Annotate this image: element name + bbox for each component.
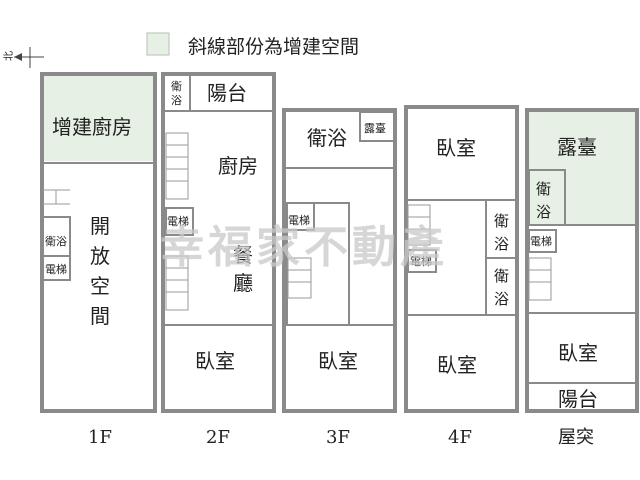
outer-wall: [161, 72, 276, 413]
floor-3f: 衛浴 露臺 電梯 臥室 3F: [282, 108, 397, 448]
north-arrow-icon: 北: [3, 47, 44, 68]
room-bedroom: 臥室: [318, 349, 358, 373]
floor-label-4f: 4F: [448, 427, 472, 448]
room-bedroom-top: 臥室: [436, 136, 476, 160]
room-balcony: 陽台: [207, 81, 247, 105]
room-bedroom: 臥室: [558, 341, 598, 365]
room-open-3: 空: [90, 274, 110, 298]
room-open-2: 放: [90, 244, 110, 268]
room-elevator: 電梯: [530, 235, 552, 248]
floor-label-1f: 1F: [88, 427, 112, 448]
north-label: 北: [3, 51, 15, 61]
room-dining-2: 廳: [233, 271, 253, 295]
room-bath-1: 衛: [171, 80, 182, 93]
room-elevator: 電梯: [288, 214, 310, 227]
legend: 斜線部份為增建空間: [146, 32, 359, 58]
legend-swatch: [146, 32, 170, 56]
room-bath-b-2: 浴: [494, 290, 509, 308]
room-kitchen-ext: 增建廚房: [52, 115, 132, 139]
floor-1f: 增建廚房 開 放 空 間 衛浴 電梯 1F: [40, 72, 157, 448]
floor-label-roof: 屋突: [558, 427, 594, 448]
room-bath-a-2: 浴: [494, 235, 509, 253]
outer-wall: [282, 108, 397, 413]
room-bath-2: 浴: [536, 203, 551, 221]
room-open-1: 開: [90, 214, 110, 238]
room-bedroom: 臥室: [195, 349, 235, 373]
room-open-4: 間: [90, 304, 110, 328]
floor-label-3f: 3F: [326, 427, 350, 448]
room-dining-1: 餐: [233, 243, 253, 267]
room-bath: 衛浴: [307, 126, 347, 150]
floor-2f: 衛 浴 陽台 廚房 電梯 餐 廳 臥室 2F: [161, 72, 276, 448]
room-bath-b-1: 衛: [494, 267, 509, 285]
hatched-area: [527, 110, 637, 225]
floor-roof: 露臺 衛 浴 電梯 臥室 陽台 屋突: [525, 108, 639, 448]
room-elevator: 電梯: [167, 215, 189, 228]
room-bath-2: 浴: [171, 94, 182, 107]
room-bedroom-bottom: 臥室: [437, 353, 477, 377]
room-bath-a-1: 衛: [494, 212, 509, 230]
room-kitchen: 廚房: [218, 154, 258, 178]
floor-label-2f: 2F: [206, 427, 230, 448]
legend-label: 斜線部份為增建空間: [188, 36, 359, 58]
watermark: 幸福家不動產: [160, 222, 448, 273]
room-elevator: 電梯: [45, 263, 67, 276]
room-balcony: 陽台: [558, 387, 598, 411]
room-terrace: 露臺: [557, 135, 597, 159]
outer-wall: [525, 108, 639, 413]
floor-4f: 臥室 電梯 衛 浴 衛 浴 臥室 4F: [404, 105, 519, 448]
room-elevator: 電梯: [410, 255, 432, 268]
room-terrace: 露臺: [364, 121, 386, 135]
room-bath-1: 衛: [536, 180, 551, 198]
hatched-area: [42, 74, 155, 161]
room-bath: 衛浴: [45, 235, 67, 248]
